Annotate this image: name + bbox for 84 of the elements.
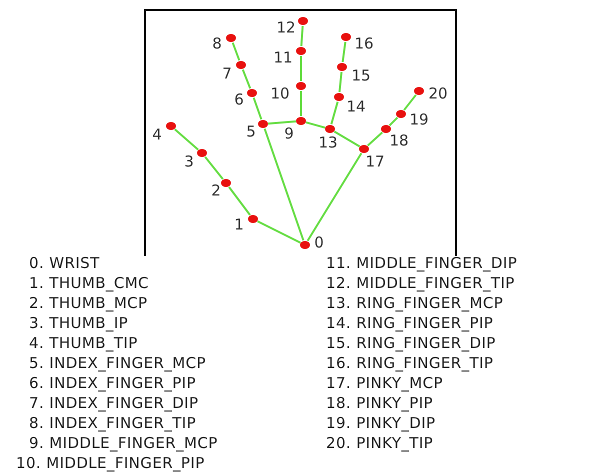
landmark-name: 16. RING_FINGER_TIP: [326, 353, 494, 373]
landmark-name: 2. THUMB_MCP: [29, 293, 148, 313]
landmark-number: 0: [314, 236, 324, 250]
bone-line: [264, 128, 304, 241]
bone-line: [334, 130, 360, 148]
landmark-number: 6: [234, 92, 244, 108]
landmark-number: 5: [246, 124, 256, 140]
landmark-dot: [298, 17, 308, 25]
bone-line: [300, 91, 302, 116]
bone-line: [252, 97, 262, 120]
landmark-name: 5. INDEX_FINGER_MCP: [29, 353, 206, 373]
landmark-name: 10. MIDDLE_FINGER_PIP: [16, 453, 205, 473]
landmark-number: 16: [354, 36, 374, 52]
landmark-name: 1. THUMB_CMC: [29, 273, 149, 293]
bone-line: [300, 56, 302, 81]
landmark-number: 20: [428, 86, 448, 102]
bone-line: [300, 26, 304, 46]
bone-line: [257, 220, 301, 244]
landmark-dot: [337, 63, 347, 71]
landmark-name: 0. WRIST: [29, 253, 100, 273]
bone-line: [330, 102, 339, 124]
landmark-dot: [258, 120, 268, 128]
bone-line: [342, 42, 346, 62]
landmark-number: 1: [234, 218, 244, 232]
landmark-number: 14: [346, 100, 366, 114]
landmark-number: 17: [365, 154, 385, 170]
landmark-number: 2: [211, 184, 221, 198]
landmark-name: 4. THUMB_TIP: [29, 333, 138, 353]
landmark-dot: [197, 149, 207, 157]
landmark-dot: [381, 125, 391, 133]
landmark-name: 17. PINKY_MCP: [326, 373, 443, 393]
landmark-dot: [296, 117, 306, 125]
landmark-name: 7. INDEX_FINGER_DIP: [29, 393, 198, 413]
landmark-number: 19: [409, 112, 429, 128]
landmark-number: 4: [152, 128, 162, 142]
landmark-dot: [300, 241, 310, 249]
landmark-name: 19. PINKY_DIP: [326, 413, 436, 433]
landmark-dot: [248, 215, 258, 223]
landmark-name: 15. RING_FINGER_DIP: [326, 333, 496, 353]
landmark-dot: [334, 93, 344, 101]
landmark-name: 9. MIDDLE_FINGER_MCP: [29, 433, 218, 453]
landmark-dot: [247, 89, 257, 97]
landmark-dot: [396, 110, 406, 118]
landmark-dot: [341, 33, 351, 41]
landmark-number: 15: [351, 68, 371, 84]
landmark-number: 8: [212, 36, 222, 52]
landmark-name: 11. MIDDLE_FINGER_DIP: [326, 253, 518, 273]
landmark-dot: [236, 61, 246, 69]
landmark-dot: [296, 82, 306, 90]
landmark-number: 10: [270, 86, 290, 102]
bone-line: [204, 156, 224, 180]
landmark-dot: [166, 122, 176, 130]
landmark-number: 3: [184, 154, 194, 170]
landmark-dot: [325, 125, 335, 133]
landmark-dot: [414, 87, 424, 95]
bone-line: [228, 186, 251, 216]
bone-line: [388, 116, 398, 126]
landmark-number: 7: [222, 66, 232, 82]
landmark-name: 3. THUMB_IP: [29, 313, 128, 333]
landmark-dot: [221, 179, 231, 187]
landmark-dot: [296, 47, 306, 55]
landmark-number: 18: [389, 134, 409, 148]
landmark-name: 20. PINKY_TIP: [326, 433, 434, 453]
landmark-name: 8. INDEX_FINGER_TIP: [29, 413, 196, 433]
bone-line: [306, 121, 326, 129]
landmark-dot: [359, 145, 369, 153]
landmark-dot: [226, 34, 236, 42]
landmark-name: 18. PINKY_PIP: [326, 393, 433, 413]
landmark-number: 11: [273, 50, 293, 66]
landmark-number: 9: [284, 126, 294, 142]
bone-line: [403, 94, 417, 111]
bone-line: [268, 120, 296, 125]
bone-line: [232, 42, 240, 61]
landmark-name: 6. INDEX_FINGER_PIP: [29, 373, 196, 393]
bone-line: [242, 69, 252, 89]
bone-line: [367, 132, 383, 146]
bone-line: [306, 152, 362, 242]
bone-line: [174, 128, 199, 150]
bone-line: [338, 72, 342, 92]
landmark-name: 14. RING_FINGER_PIP: [326, 313, 494, 333]
landmark-name: 12. MIDDLE_FINGER_TIP: [326, 273, 515, 293]
landmark-name: 13. RING_FINGER_MCP: [326, 293, 504, 313]
landmark-number: 13: [318, 136, 338, 150]
landmark-number: 12: [276, 20, 296, 36]
